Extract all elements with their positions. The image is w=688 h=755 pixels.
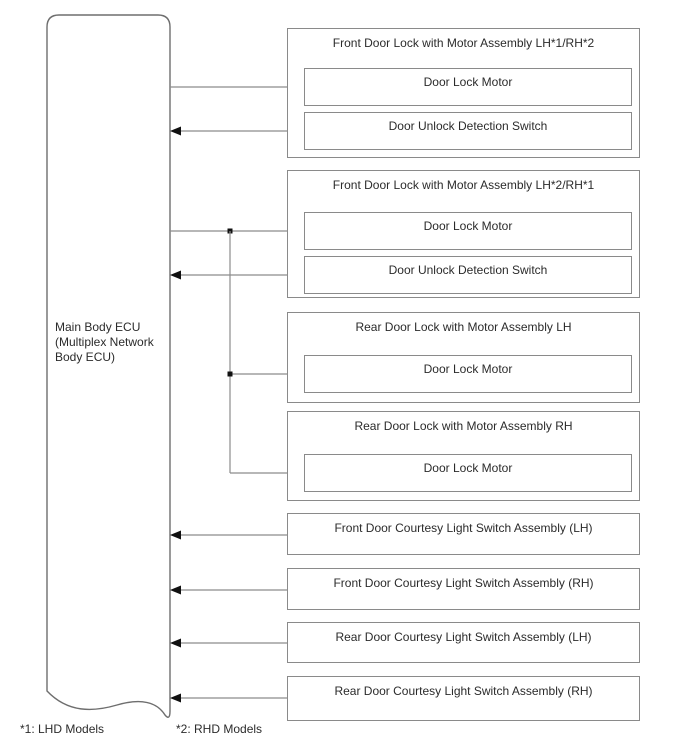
- module-rear-courtesy-switch-lh: Rear Door Courtesy Light Switch Assembly…: [287, 622, 640, 663]
- component-door-unlock-detection-switch: Door Unlock Detection Switch: [304, 256, 632, 294]
- module-title: Rear Door Courtesy Light Switch Assembly…: [335, 630, 592, 644]
- module-title: Front Door Courtesy Light Switch Assembl…: [333, 576, 594, 590]
- component-door-lock-motor: Door Lock Motor: [304, 212, 632, 250]
- module-rear-courtesy-switch-rh: Rear Door Courtesy Light Switch Assembly…: [287, 676, 640, 721]
- module-title: Front Door Lock with Motor Assembly LH*1…: [332, 36, 595, 50]
- module-title: Front Door Lock with Motor Assembly LH*2…: [332, 178, 595, 192]
- module-title: Rear Door Lock with Motor Assembly RH: [354, 419, 573, 433]
- component-label: Door Unlock Detection Switch: [388, 119, 548, 133]
- module-front-courtesy-switch-rh: Front Door Courtesy Light Switch Assembl…: [287, 568, 640, 610]
- ecu-label-line: Body ECU): [55, 350, 116, 364]
- component-label: Door Lock Motor: [423, 75, 513, 89]
- component-door-lock-motor: Door Lock Motor: [304, 454, 632, 492]
- module-front-courtesy-switch-lh: Front Door Courtesy Light Switch Assembl…: [287, 513, 640, 555]
- ecu-outline-shape: [46, 14, 171, 718]
- module-title: Rear Door Courtesy Light Switch Assembly…: [334, 684, 593, 698]
- footnote-rhd: *2: RHD Models: [176, 722, 263, 736]
- component-door-unlock-detection-switch: Door Unlock Detection Switch: [304, 112, 632, 150]
- component-label: Door Lock Motor: [423, 461, 513, 475]
- footnote-lhd: *1: LHD Models: [20, 722, 105, 736]
- ecu-label: Main Body ECU (Multiplex Network Body EC…: [55, 320, 154, 365]
- component-label: Door Unlock Detection Switch: [388, 263, 548, 277]
- component-door-lock-motor: Door Lock Motor: [304, 355, 632, 393]
- module-title: Front Door Courtesy Light Switch Assembl…: [334, 521, 593, 535]
- ecu-label-line: Main Body ECU: [55, 320, 141, 334]
- component-door-lock-motor: Door Lock Motor: [304, 68, 632, 106]
- module-title: Rear Door Lock with Motor Assembly LH: [355, 320, 572, 334]
- component-label: Door Lock Motor: [423, 362, 513, 376]
- component-label: Door Lock Motor: [423, 219, 513, 233]
- ecu-label-line: (Multiplex Network: [55, 335, 154, 349]
